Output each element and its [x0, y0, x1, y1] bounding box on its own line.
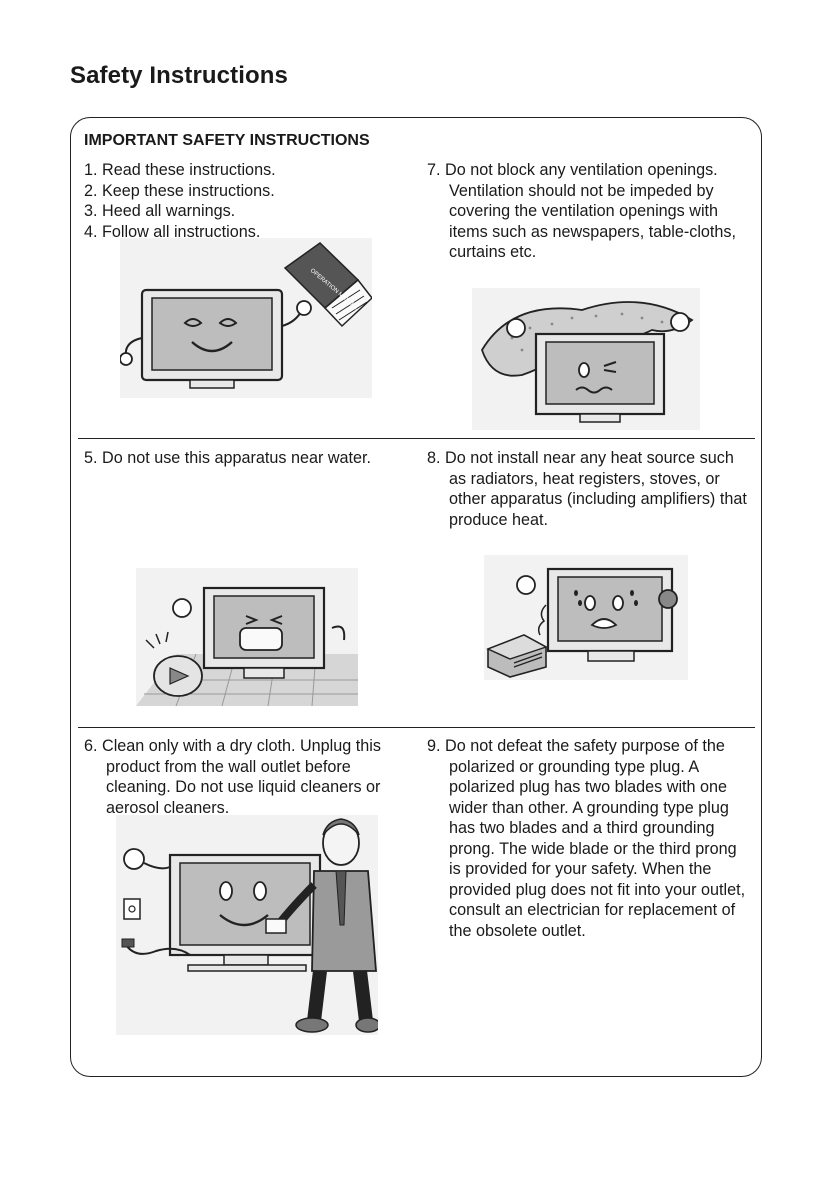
instruction-6: 6. Clean only with a dry cloth. Unplug t… [84, 737, 381, 817]
instruction-9: 9. Do not defeat the safety purpose of t… [427, 737, 746, 940]
row-divider-2 [78, 727, 755, 728]
instruction-2: 2. Keep these instructions. [84, 181, 275, 200]
instruction-6-block: 6. Clean only with a dry cloth. Unplug t… [84, 736, 420, 818]
tv-covered-cloth-illustration [472, 288, 700, 430]
section-heading: IMPORTANT SAFETY INSTRUCTIONS [84, 132, 370, 149]
instruction-8-block: 8. Do not install near any heat source s… [427, 448, 749, 530]
instruction-7: 7. Do not block any ventilation openings… [427, 161, 737, 261]
instruction-3: 3. Heed all warnings. [84, 202, 236, 220]
tv-reading-manual-illustration: OPERATION MANUAL [120, 238, 372, 398]
man-cleaning-tv-illustration [116, 815, 378, 1035]
instructions-frame [70, 117, 762, 1077]
tv-near-heater-illustration [484, 555, 688, 680]
man-figure [265, 818, 378, 1033]
tv-near-water-illustration [136, 568, 358, 706]
instruction-8: 8. Do not install near any heat source s… [427, 449, 747, 529]
wall-outlet-icon [123, 898, 141, 920]
page-title: Safety Instructions [70, 62, 288, 89]
instruction-9-block: 9. Do not defeat the safety purpose of t… [427, 736, 749, 941]
row-divider-1 [78, 438, 755, 439]
instruction-list-1-4: 1. Read these instructions. 2. Keep thes… [84, 160, 404, 242]
instruction-7-block: 7. Do not block any ventilation openings… [427, 160, 749, 263]
instruction-1: 1. Read these instructions. [84, 161, 276, 179]
instruction-4: 4. Follow all instructions. [84, 222, 261, 241]
fish-bowl-icon [153, 655, 203, 697]
heater-icon [486, 634, 548, 678]
instruction-5-block: 5. Do not use this apparatus near water. [84, 448, 414, 469]
instruction-5: 5. Do not use this apparatus near water. [84, 449, 372, 467]
